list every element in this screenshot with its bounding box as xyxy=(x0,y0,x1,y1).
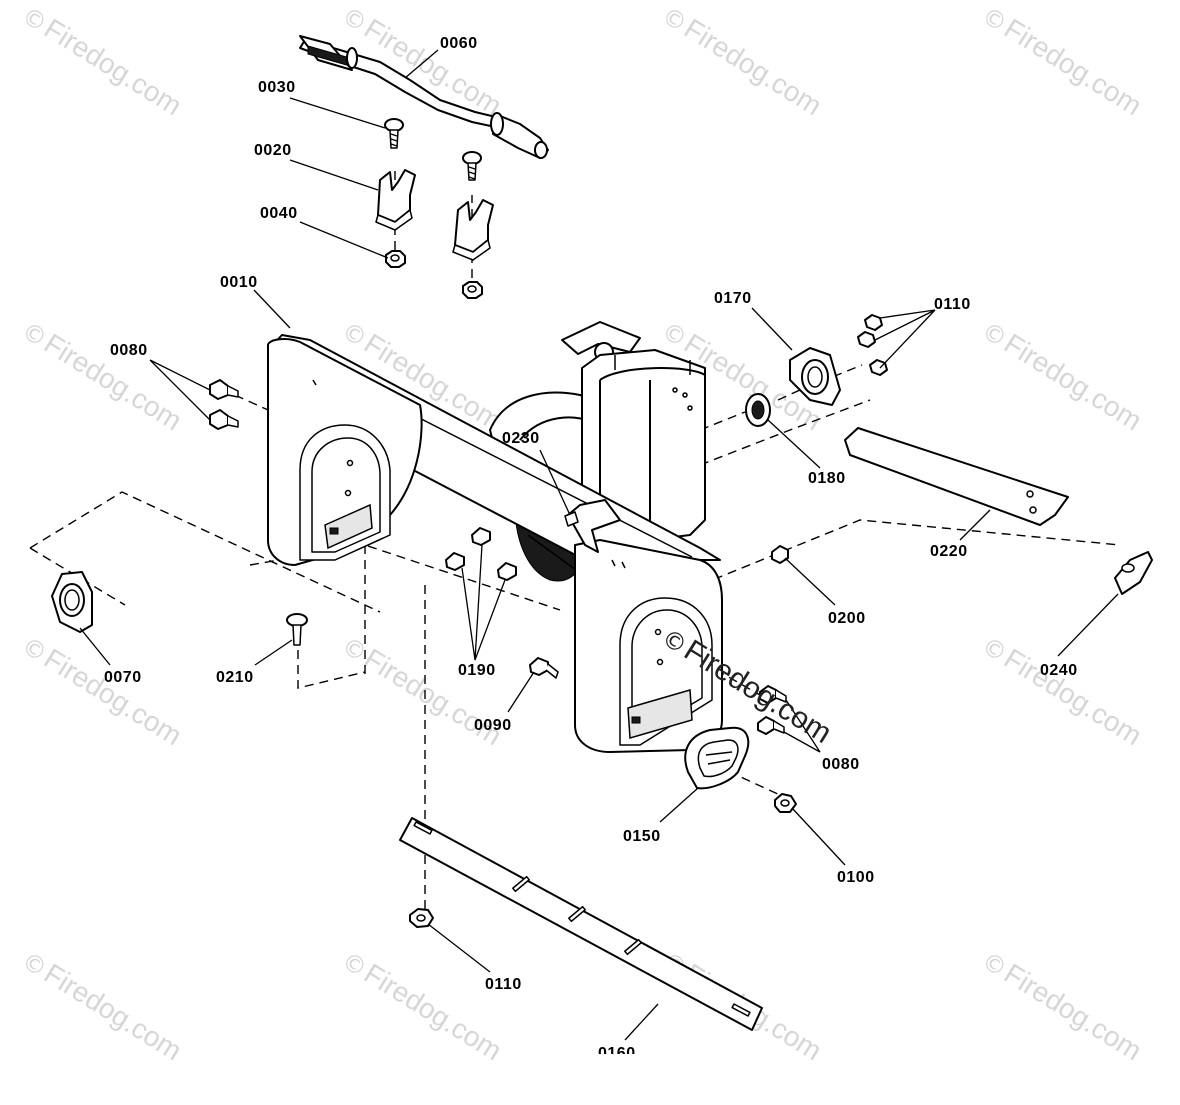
bolt-0090 xyxy=(529,657,559,679)
svg-text:Firedog.com: Firedog.com xyxy=(39,13,187,122)
rod-bracket-0020-b xyxy=(452,199,494,261)
bearing-flange-0070 xyxy=(51,571,93,633)
leader-lines xyxy=(79,49,1119,1041)
label-0220: 0220 xyxy=(930,543,968,560)
label-0100: 0100 xyxy=(837,869,875,886)
svg-text:Firedog.com: Firedog.com xyxy=(999,13,1147,122)
watermark: © Firedog.com xyxy=(657,1,827,122)
label-0060: 0060 xyxy=(440,35,478,52)
rod-bracket-0020 xyxy=(375,169,416,231)
svg-text:Firedog.com: Firedog.com xyxy=(999,958,1147,1067)
watermark: © Firedog.com xyxy=(17,1,187,122)
label-0080-right: 0080 xyxy=(822,756,860,773)
label-0080-left: 0080 xyxy=(110,342,148,359)
skid-0240 xyxy=(1114,551,1153,595)
label-0210: 0210 xyxy=(216,669,254,686)
svg-text:Firedog.com: Firedog.com xyxy=(679,13,827,122)
label-0190: 0190 xyxy=(458,662,496,679)
label-0030: 0030 xyxy=(258,79,296,96)
screw-0030-b xyxy=(462,151,482,181)
label-0090: 0090 xyxy=(474,717,512,734)
svg-text:Firedog.com: Firedog.com xyxy=(999,328,1147,437)
watermark: © Firedog.com xyxy=(337,946,507,1067)
label-0240: 0240 xyxy=(1040,662,1078,679)
label-0170: 0170 xyxy=(714,290,752,307)
nut-0040 xyxy=(385,250,406,268)
nuts-0110-upper xyxy=(857,314,888,376)
label-0040: 0040 xyxy=(260,205,298,222)
watermark: © Firedog.com xyxy=(977,316,1147,437)
watermark: © Firedog.com xyxy=(977,946,1147,1067)
label-0230: 0230 xyxy=(502,430,540,447)
label-0200: 0200 xyxy=(828,610,866,627)
scraper-bar-0160 xyxy=(399,817,763,1031)
label-0180: 0180 xyxy=(808,470,846,487)
carriage-bolt-0210 xyxy=(286,613,308,646)
svg-text:Firedog.com: Firedog.com xyxy=(39,643,187,752)
nut-0110-lower xyxy=(409,908,434,928)
deflector-0230 xyxy=(564,499,621,553)
label-0110-lower: 0110 xyxy=(485,976,522,993)
screw-0030 xyxy=(384,118,404,149)
label-0110-upper: 0110 xyxy=(934,296,971,313)
label-0010: 0010 xyxy=(220,274,258,291)
bearing-0180 xyxy=(745,393,771,427)
svg-text:Firedog.com: Firedog.com xyxy=(999,643,1147,752)
watermark: © Firedog.com xyxy=(17,946,187,1067)
watermark: © Firedog.com xyxy=(17,316,187,436)
bolt-0080-left xyxy=(209,379,239,430)
svg-text:Firedog.com: Firedog.com xyxy=(39,958,187,1067)
shave-plate-0220 xyxy=(844,427,1069,526)
svg-text:Firedog.com: Firedog.com xyxy=(359,643,507,752)
skid-shoe-0150 xyxy=(684,726,750,790)
nut-0040-b xyxy=(462,281,483,299)
label-0020: 0020 xyxy=(254,142,292,159)
bolt-0190 xyxy=(445,527,517,581)
svg-text:Firedog.com: Firedog.com xyxy=(359,958,507,1067)
chute-control-rod xyxy=(299,35,549,159)
alignment-lines xyxy=(29,168,1121,930)
bearing-flange-0170 xyxy=(789,347,841,406)
bottom-crop xyxy=(560,1054,680,1074)
bolt-0200 xyxy=(771,545,789,564)
watermark: © Firedog.com xyxy=(977,1,1147,122)
nut-0100 xyxy=(774,793,797,813)
part-labels: 0060 0030 0020 0040 0010 0080 0170 0110 … xyxy=(104,35,1078,1062)
label-0150: 0150 xyxy=(623,828,661,845)
watermark: © Firedog.com xyxy=(17,631,187,752)
watermark: © Firedog.com xyxy=(977,631,1147,752)
bolt-0080-right xyxy=(757,685,787,735)
chute-base xyxy=(561,321,706,541)
label-0070: 0070 xyxy=(104,669,142,686)
